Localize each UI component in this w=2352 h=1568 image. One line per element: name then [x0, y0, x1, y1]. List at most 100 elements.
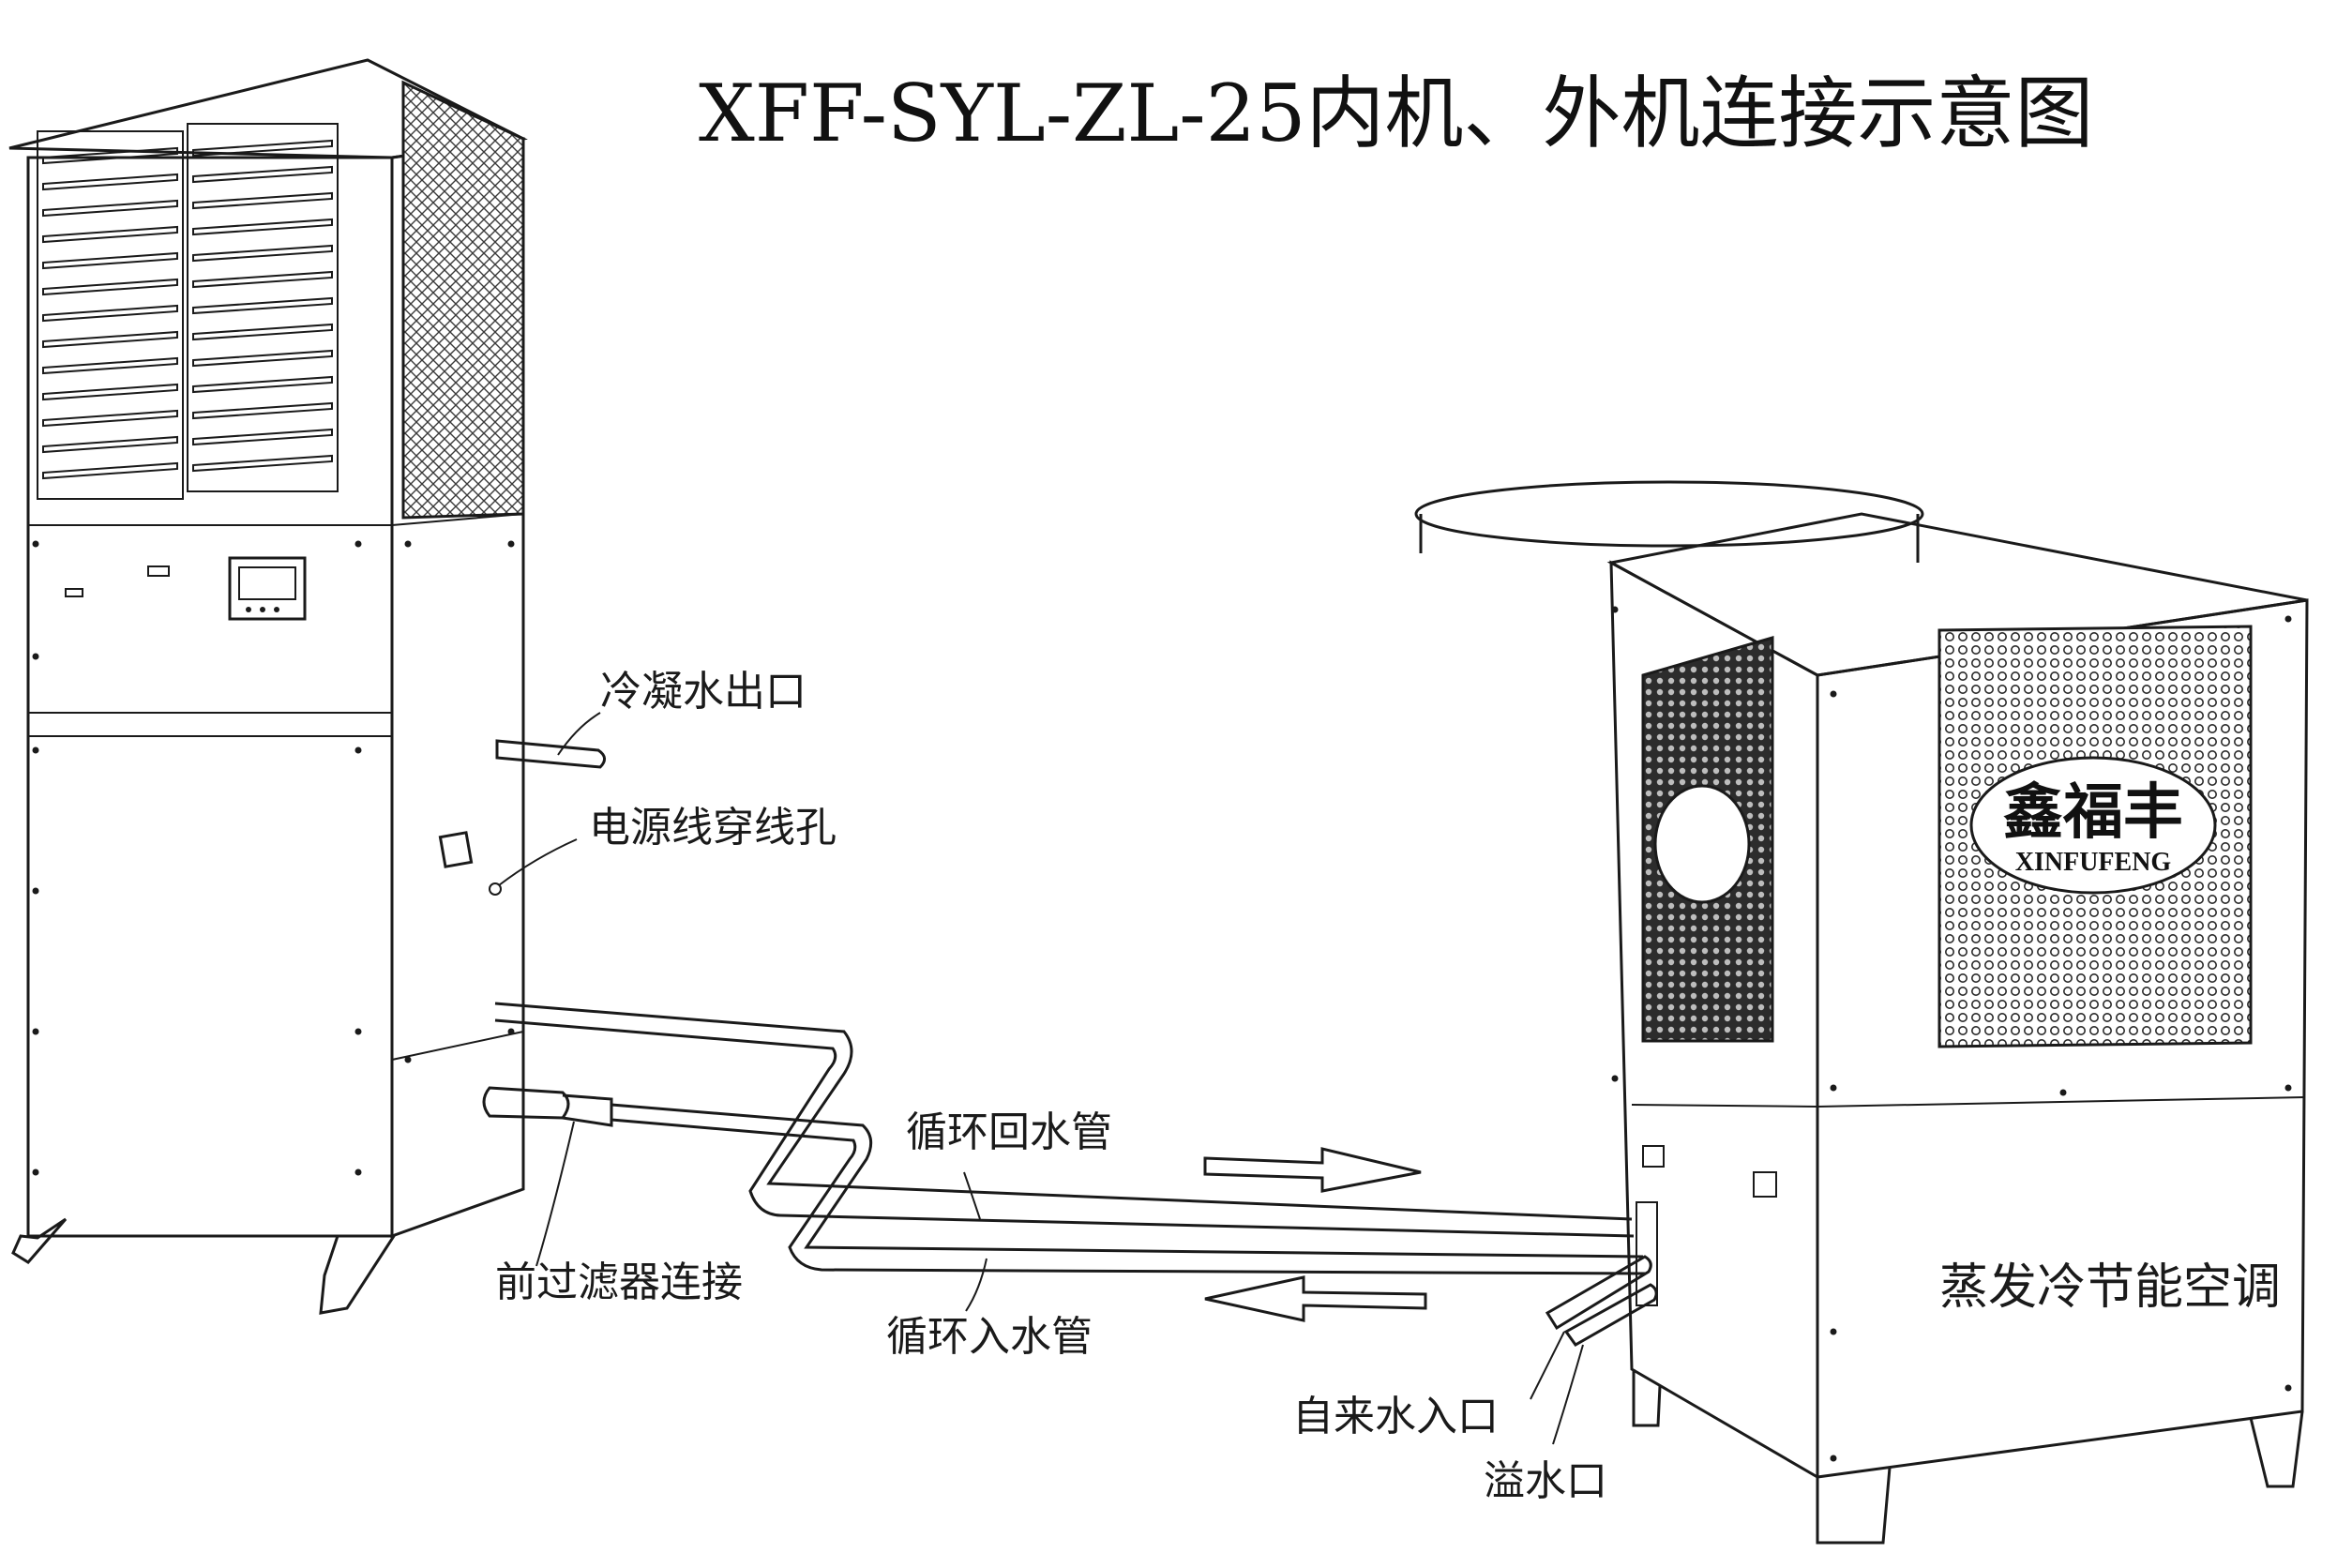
- louver-slat: [192, 244, 333, 263]
- tap-water-inlet-pipe: [1545, 1255, 1652, 1331]
- leader-pre-filter: [535, 1121, 575, 1267]
- circulation-return-pipe-inner: [494, 1018, 1635, 1238]
- louver-slat: [192, 165, 333, 184]
- power-hole-box: [438, 831, 474, 868]
- louver-grille-right: [187, 123, 339, 492]
- louver-slat: [42, 146, 178, 165]
- leader-condensate: [557, 712, 601, 756]
- louver-slat: [192, 401, 333, 420]
- controller-display: [238, 566, 296, 600]
- louver-slat: [192, 296, 333, 315]
- indicator-slot-mid: [147, 565, 170, 577]
- pipe-collar-column: [1636, 1201, 1658, 1306]
- louver-slat: [42, 409, 178, 428]
- fan-housing-top: [1414, 480, 1924, 548]
- label-condensate-outlet: 冷凝水出口: [600, 668, 807, 716]
- label-tap-water-inlet: 自来水入口: [1292, 1393, 1499, 1440]
- screw: [404, 1056, 412, 1063]
- label-circulation-return-pipe: 循环回水管: [906, 1108, 1112, 1156]
- condensate-outlet-pipe: [495, 739, 606, 769]
- louver-slat: [42, 278, 178, 296]
- side-box-left: [1642, 1145, 1665, 1168]
- louver-slat: [192, 218, 333, 236]
- louver-slat: [42, 330, 178, 349]
- screw: [32, 653, 39, 660]
- circulation-return-pipe: [494, 1002, 1633, 1221]
- screw: [1611, 1075, 1619, 1082]
- brand-badge: [1969, 756, 2217, 895]
- screw: [32, 1028, 39, 1035]
- pre-filter-collar: [562, 1093, 613, 1127]
- louver-slat: [42, 461, 178, 480]
- screw: [354, 1168, 362, 1176]
- louver-slat: [192, 139, 333, 158]
- louver-slat: [42, 383, 178, 401]
- outdoor-leg-front-left: [1816, 1467, 1892, 1545]
- circulation-inlet-pipe-inner: [611, 1118, 1646, 1275]
- screw: [1830, 1455, 1837, 1462]
- screw: [32, 540, 39, 548]
- louver-slat: [192, 323, 333, 341]
- screw: [1611, 606, 1619, 613]
- screw: [1830, 1084, 1837, 1092]
- screw: [1830, 1328, 1837, 1335]
- screw: [354, 746, 362, 754]
- leader-return-pipe: [963, 1171, 981, 1220]
- pipe-network: [494, 1002, 1658, 1347]
- leader-overflow: [1552, 1344, 1584, 1445]
- screw: [2284, 615, 2292, 623]
- louver-slat: [192, 191, 333, 210]
- side-mesh-window: [1653, 784, 1751, 904]
- screw: [404, 540, 412, 548]
- leader-inlet-pipe: [965, 1258, 988, 1312]
- indoor-side-mesh: [401, 80, 525, 520]
- label-power-cable-hole: 电源线穿线孔: [589, 804, 837, 852]
- screw: [32, 746, 39, 754]
- louver-slat: [192, 270, 333, 289]
- screw: [2059, 1089, 2067, 1096]
- leader-tap-water: [1530, 1331, 1565, 1400]
- outdoor-panel-text: 蒸发冷节能空调: [1939, 1259, 2281, 1316]
- side-box-right: [1753, 1171, 1777, 1198]
- outdoor-leg-back: [1632, 1369, 1662, 1427]
- circulation-inlet-pipe: [611, 1103, 1644, 1259]
- indoor-foot-right: [319, 1234, 397, 1315]
- screw: [354, 1028, 362, 1035]
- screw: [2284, 1084, 2292, 1092]
- louver-slat: [192, 454, 333, 473]
- indicator-slot-left: [65, 588, 83, 597]
- louver-slat: [192, 375, 333, 394]
- callouts: 冷凝水出口 电源线穿线孔 前过滤器连接 循环回水管 循环入水管 自来水入口 溢水…: [495, 668, 1607, 1505]
- louver-grille-left: [37, 130, 184, 500]
- leader-power-hole: [498, 838, 578, 886]
- label-circulation-inlet-pipe: 循环入水管: [886, 1313, 1093, 1361]
- screw: [32, 1168, 39, 1176]
- indoor-foot-left: [11, 1217, 68, 1264]
- screw: [32, 887, 39, 895]
- screw: [1830, 690, 1837, 698]
- screw: [354, 540, 362, 548]
- label-pre-filter-connection: 前过滤器连接: [495, 1259, 743, 1306]
- louver-slat: [42, 304, 178, 323]
- brand-name-en: XINFUFENG: [2015, 848, 2172, 877]
- inlet-flow-arrow: [1204, 1275, 1427, 1322]
- louver-slat: [42, 225, 178, 244]
- louver-slat: [42, 435, 178, 454]
- screw: [2284, 1384, 2292, 1392]
- indoor-unit: [8, 58, 613, 1315]
- power-cable-hole: [489, 882, 502, 896]
- controller-panel[interactable]: [228, 556, 307, 621]
- louver-slat: [42, 173, 178, 191]
- outdoor-unit: 鑫福丰 XINFUFENG 蒸发冷节能空调: [1414, 480, 2309, 1545]
- louver-slat: [42, 251, 178, 270]
- label-overflow-outlet: 溢水口: [1484, 1457, 1607, 1505]
- return-flow-arrow: [1203, 1147, 1422, 1193]
- screw: [507, 1028, 515, 1035]
- screw: [507, 540, 515, 548]
- diagram-title: XFF-SYL-ZL-25内机、外机连接示意图: [699, 68, 2094, 159]
- louver-slat: [192, 349, 333, 368]
- louver-slat: [42, 356, 178, 375]
- brand-name-cn: 鑫福丰: [2003, 777, 2183, 848]
- louver-slat: [192, 428, 333, 446]
